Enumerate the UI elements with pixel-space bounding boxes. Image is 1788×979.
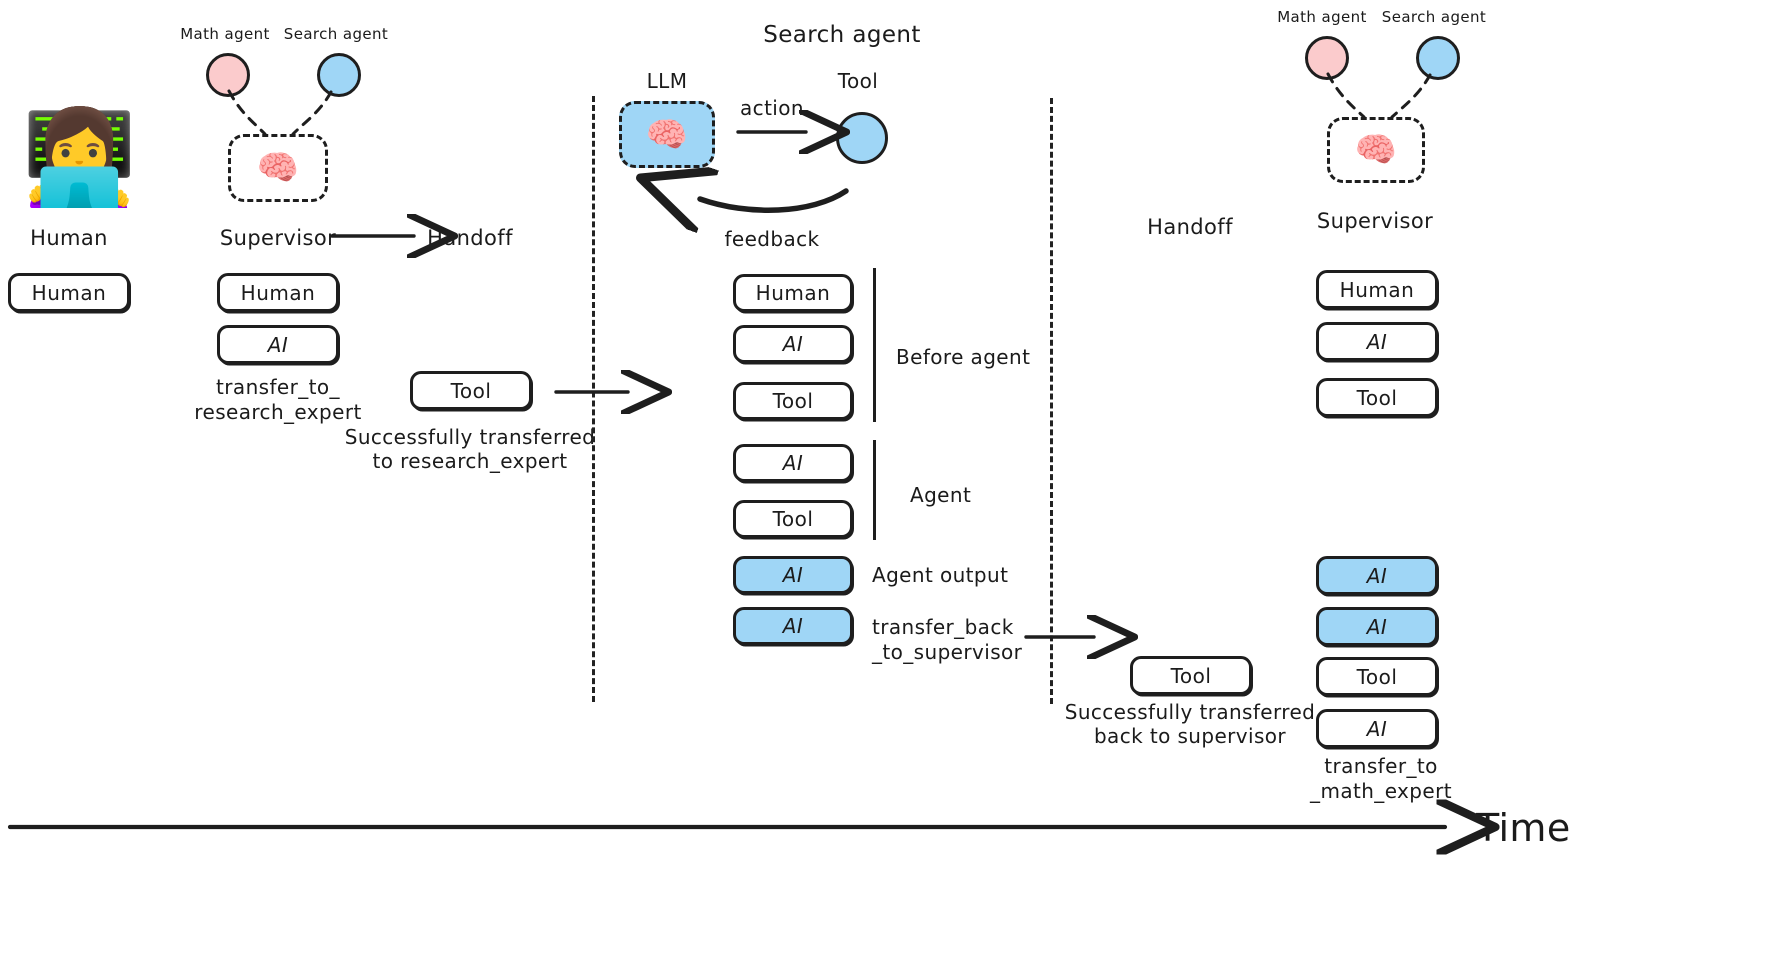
- bracket-label-agent: Agent: [910, 483, 972, 507]
- message-box-handoff-right-0[interactable]: Tool: [1130, 656, 1252, 695]
- action-label: action: [740, 96, 804, 120]
- time-axis-label: Time: [1476, 806, 1571, 850]
- message-box-search-4[interactable]: Tool: [733, 500, 853, 538]
- message-box-search-1[interactable]: AI: [733, 325, 853, 363]
- note-transfer-back-to-supervisor: transfer_back_to_supervisor: [872, 615, 1023, 664]
- handoff-caption-left: Handoff: [427, 226, 513, 250]
- bracket-before-agent: [873, 268, 876, 422]
- human-column-caption: Human: [30, 226, 108, 250]
- message-box-supervisor-left-1[interactable]: AI: [217, 325, 339, 364]
- annotation-transfer-to-math-expert: transfer_to_math_expert: [1310, 754, 1452, 803]
- brain-icon: 🧠: [645, 114, 689, 155]
- message-box-search-0[interactable]: Human: [733, 274, 853, 312]
- math-agent-circle-icon-left[interactable]: [206, 53, 250, 97]
- message-box-supervisor-right-3[interactable]: AI: [1316, 556, 1438, 595]
- llm-label: LLM: [646, 69, 688, 93]
- math-agent-circle-icon-right[interactable]: [1305, 36, 1349, 80]
- math-agent-label-left: Math agent: [180, 25, 270, 43]
- math-agent-label-right: Math agent: [1277, 8, 1367, 26]
- llm-node[interactable]: 🧠: [619, 101, 715, 168]
- bracket-agent: [873, 440, 876, 540]
- message-box-search-3[interactable]: AI: [733, 444, 853, 482]
- supervisor-caption-right: Supervisor: [1316, 209, 1434, 233]
- tool-node-circle-icon[interactable]: [836, 112, 888, 164]
- supervisor-node-right[interactable]: 🧠: [1327, 117, 1425, 183]
- message-box-supervisor-right-2[interactable]: Tool: [1316, 378, 1438, 417]
- message-box-supervisor-left-0[interactable]: Human: [217, 273, 339, 312]
- supervisor-caption-left: Supervisor: [219, 226, 337, 250]
- message-box-supervisor-right-5[interactable]: Tool: [1316, 657, 1438, 696]
- tool-label-search-agent: Tool: [837, 69, 879, 93]
- message-box-supervisor-right-1[interactable]: AI: [1316, 322, 1438, 361]
- search-agent-label-right: Search agent: [1381, 8, 1487, 26]
- note-agent-output: Agent output: [872, 563, 1009, 587]
- message-box-supervisor-right-0[interactable]: Human: [1316, 270, 1438, 309]
- search-agent-label-left: Search agent: [283, 25, 389, 43]
- search-agent-circle-icon-left[interactable]: [317, 53, 361, 97]
- handoff-caption-right: Handoff: [1147, 215, 1233, 239]
- agent-tether-left: [227, 89, 333, 136]
- human-avatar-icon: 👩‍💻: [22, 104, 137, 211]
- message-box-search-6[interactable]: AI: [733, 607, 853, 645]
- divider-right: [1050, 98, 1053, 704]
- search-agent-circle-icon-right[interactable]: [1416, 36, 1460, 80]
- divider-left: [592, 96, 595, 702]
- supervisor-node-left[interactable]: 🧠: [228, 134, 328, 202]
- feedback-label: feedback: [724, 227, 820, 251]
- message-box-search-2[interactable]: Tool: [733, 382, 853, 420]
- message-box-human-1[interactable]: Human: [8, 273, 130, 312]
- bracket-label-before-agent: Before agent: [896, 345, 1031, 369]
- message-box-supervisor-right-4[interactable]: AI: [1316, 607, 1438, 646]
- message-box-supervisor-right-6[interactable]: AI: [1316, 709, 1438, 748]
- brain-icon: 🧠: [256, 148, 300, 188]
- brain-icon: 🧠: [1354, 130, 1398, 170]
- message-box-search-5[interactable]: AI: [733, 556, 853, 594]
- arrow-feedback: [700, 191, 849, 210]
- search-agent-section-caption: Search agent: [763, 22, 921, 48]
- annotation-transfer-to-research-expert: transfer_to_research_expert: [194, 375, 362, 424]
- agent-tether-right: [1326, 72, 1432, 119]
- message-box-handoff-left-0[interactable]: Tool: [410, 371, 532, 410]
